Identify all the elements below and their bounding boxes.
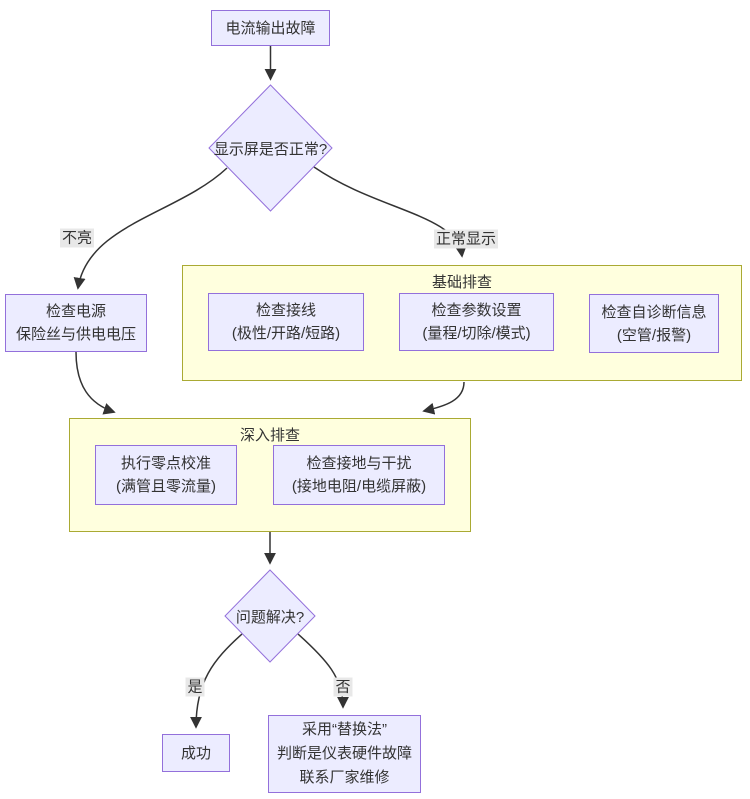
node-zero-calibration: 执行零点校准 (满管且零流量) xyxy=(95,445,237,505)
subgraph-deep-title: 深入排查 xyxy=(239,427,300,444)
node-check-grounding-line1: 检查接地与干扰 xyxy=(306,455,412,472)
edge-power-to-deep xyxy=(75,351,116,415)
node-success-label: 成功 xyxy=(180,744,211,762)
node-check-params: 检查参数设置 (量程/切除/模式) xyxy=(399,293,554,351)
node-zero-calibration-line2: (满管且零流量) xyxy=(116,478,216,495)
edge-solved-to-success xyxy=(190,633,243,729)
edge-label-no: 否 xyxy=(333,677,353,697)
node-check-power: 检查电源 保险丝与供电电压 xyxy=(5,294,147,352)
diamond-shape xyxy=(208,84,333,212)
node-start: 电流输出故障 xyxy=(211,10,330,46)
edge-display-to-power xyxy=(73,167,228,290)
node-check-params-line1: 检查参数设置 xyxy=(431,302,522,319)
decision-display-normal-label: 显示屏是否正常? xyxy=(213,140,328,158)
edge-label-yes: 是 xyxy=(185,677,205,697)
node-check-wiring-line1: 检查接线 xyxy=(255,302,316,319)
node-check-power-line1: 检查电源 xyxy=(45,303,106,320)
subgraph-basic-title: 基础排查 xyxy=(431,274,492,291)
node-check-wiring-line2: (极性/开路/短路) xyxy=(231,325,341,342)
edge-label-not-lit: 不亮 xyxy=(59,228,95,248)
decision-problem-solved: 问题解决? xyxy=(224,569,316,663)
node-start-label: 电流输出故障 xyxy=(225,19,316,37)
decision-display-normal: 显示屏是否正常? xyxy=(208,84,333,212)
edge-solved-to-replace xyxy=(297,633,349,709)
edge-label-normal-display: 正常显示 xyxy=(433,229,499,249)
node-replace-method-line2: 判断是仪表硬件故障 xyxy=(276,745,412,762)
edge-basic-to-deep xyxy=(422,381,465,415)
node-check-grounding: 检查接地与干扰 (接地电阻/电缆屏蔽) xyxy=(273,445,445,505)
node-check-diagnostics-line2: (空管/报警) xyxy=(616,326,692,344)
diamond-shape xyxy=(224,569,316,663)
node-replace-method-line3: 联系厂家维修 xyxy=(299,769,390,786)
node-check-wiring: 检查接线 (极性/开路/短路) xyxy=(208,293,364,351)
node-replace-method: 采用“替换法” 判断是仪表硬件故障 联系厂家维修 xyxy=(268,715,421,793)
node-check-power-line2: 保险丝与供电电压 xyxy=(15,326,136,343)
node-check-diagnostics: 检查自诊断信息 (空管/报警) xyxy=(589,294,719,353)
node-check-params-line2: (量程/切除/模式) xyxy=(422,325,531,342)
node-success: 成功 xyxy=(162,734,230,772)
node-check-diagnostics-line1: 检查自诊断信息 xyxy=(601,303,707,321)
decision-problem-solved-label: 问题解决? xyxy=(235,608,305,626)
node-check-grounding-line2: (接地电阻/电缆屏蔽) xyxy=(291,478,427,495)
node-zero-calibration-line1: 执行零点校准 xyxy=(120,455,211,472)
node-replace-method-line1: 采用“替换法” xyxy=(302,721,387,738)
